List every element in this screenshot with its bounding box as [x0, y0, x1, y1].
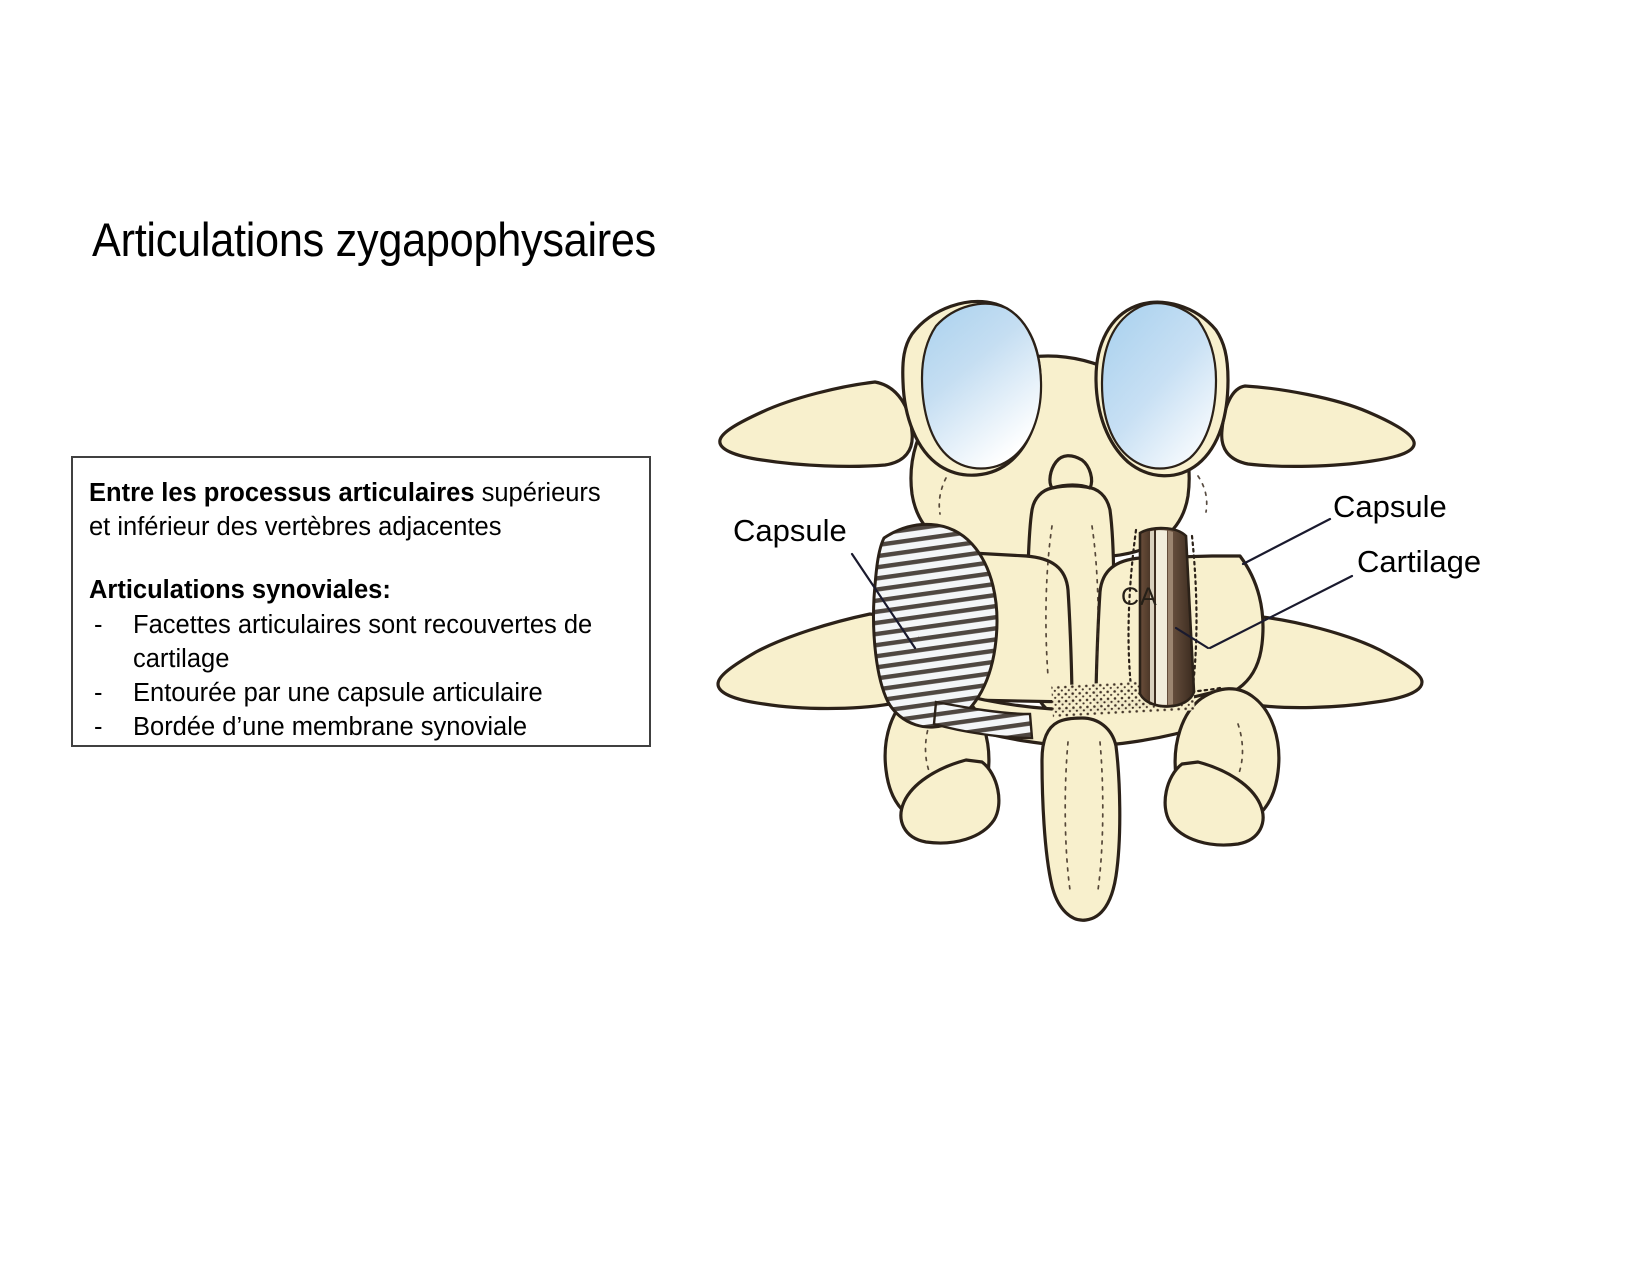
figure-label-capsule-right: Capsule [1333, 489, 1447, 524]
cartilage-dark-right [1138, 526, 1196, 708]
figure-label-ca: CA [1121, 583, 1158, 611]
capsule-left-stipple [932, 700, 1034, 740]
figure-label-cartilage-right: Cartilage [1357, 544, 1482, 579]
vertebra-illustration [700, 290, 1500, 970]
list-item: - Bordée d’une membrane synoviale [89, 711, 627, 745]
page-title: Articulations zygapophysaires [92, 213, 657, 266]
bullet-dash-icon: - [94, 679, 103, 708]
figure-label-capsule-left: Capsule [733, 513, 847, 548]
bullet-dash-icon: - [94, 611, 103, 640]
list-item-label: Bordée d’une membrane synoviale [133, 713, 528, 742]
info-section-heading: Articulations synoviales: [89, 576, 391, 605]
paragraph-spacer [89, 544, 627, 574]
info-paragraph: Entre les processus articulaires supérie… [89, 476, 627, 544]
info-paragraph-rest: supérieurs et inférieur des vertèbres ad… [89, 479, 601, 542]
info-bullet-list: - Facettes articulaires sont recouvertes… [89, 609, 627, 745]
bone-texture-marks [924, 475, 1244, 891]
list-item: - Entourée par une capsule articulaire [89, 677, 627, 711]
info-paragraph-bold: Entre les processus articulaires [89, 479, 475, 507]
list-item-label: Facettes articulaires sont recouvertes d… [133, 611, 593, 674]
list-item: - Facettes articulaires sont recouvertes… [89, 609, 627, 677]
vertebra-bone-group [716, 299, 1424, 922]
capsule-left-fibers [872, 522, 999, 729]
list-item-label: Entourée par une capsule articulaire [133, 679, 543, 708]
bullet-dash-icon: - [94, 713, 103, 742]
info-text-box: Entre les processus articulaires supérie… [71, 456, 651, 747]
